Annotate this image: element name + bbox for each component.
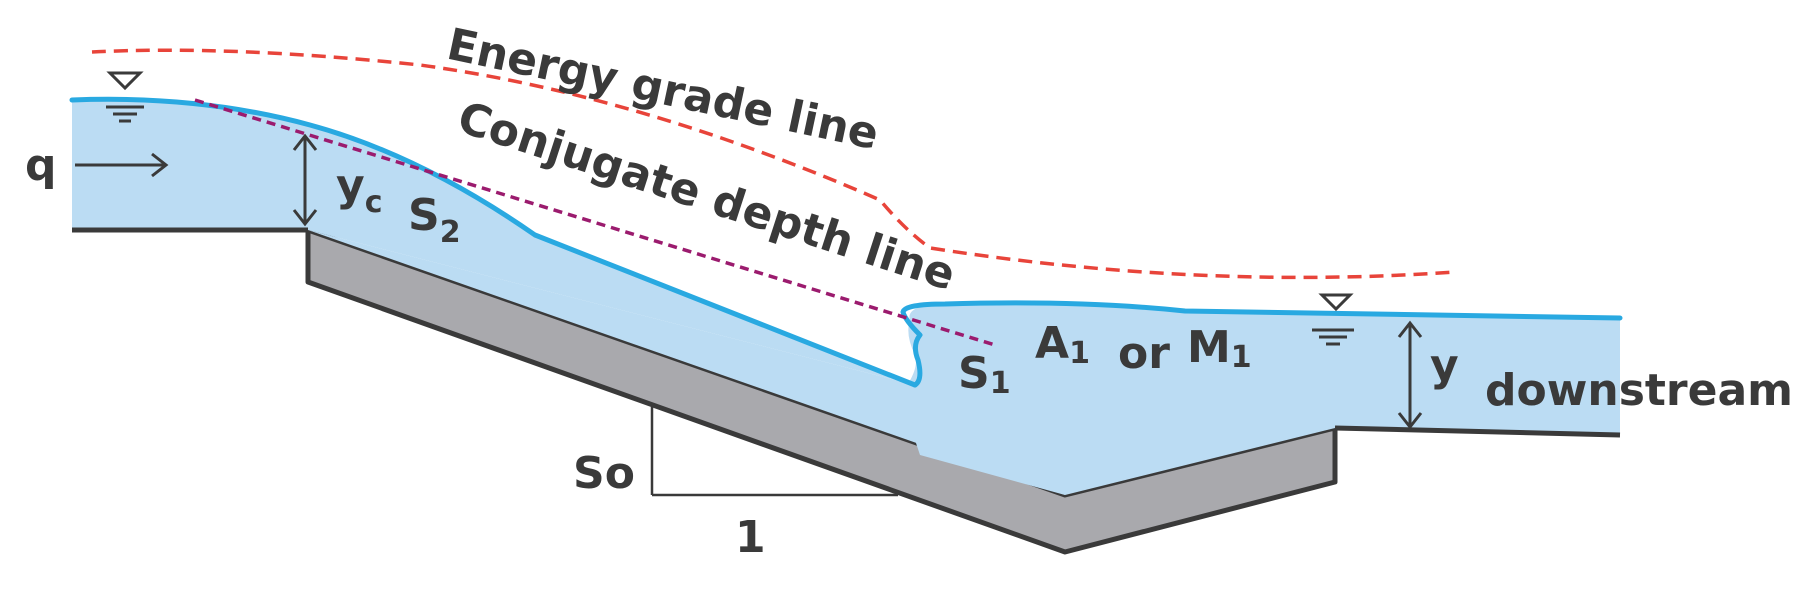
m1-profile-label: M1 (1187, 322, 1252, 375)
supercritical-water-body (308, 230, 1065, 495)
energy-grade-line (91, 48, 1456, 280)
a1-profile-label: A1 (1035, 318, 1090, 371)
subcritical-water-body (900, 302, 1620, 495)
slope-triangle (650, 407, 898, 497)
downstream-depth-arrow (1397, 320, 1423, 430)
upstream-water-body (72, 99, 915, 386)
critical-depth-label: yc (336, 160, 382, 220)
downstream-depth-label: y (1430, 340, 1459, 391)
or-label: or (1118, 328, 1170, 379)
s2-profile-label: S2 (408, 190, 461, 250)
water-surface-symbol-downstream (1312, 293, 1354, 346)
discharge-arrow (75, 152, 169, 178)
hydraulic-jump-front (900, 300, 1623, 388)
water-surface-symbol-upstream (106, 71, 144, 123)
slope-label: So (573, 448, 635, 499)
discharge-label: q (25, 140, 57, 191)
water-surface-s2 (69, 96, 918, 388)
s1-profile-label: S1 (958, 348, 1011, 401)
critical-depth-arrow (292, 133, 318, 227)
conjugate-depth-line (194, 98, 996, 347)
slope-run-label: 1 (735, 512, 766, 563)
downstream-bed-line (1334, 425, 1621, 438)
downstream-label: downstream (1485, 365, 1793, 416)
